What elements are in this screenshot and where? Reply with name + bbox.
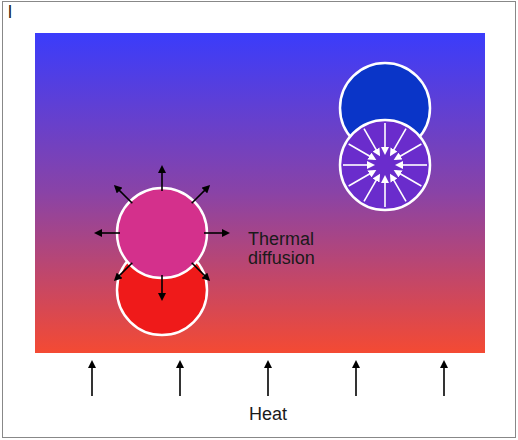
- heat-arrow: [355, 362, 357, 396]
- heat-arrows: [92, 362, 444, 396]
- diffusion-arrows: [96, 123, 427, 299]
- outward-arrow: [115, 263, 132, 280]
- outward-arrow: [204, 232, 228, 234]
- heat-arrow: [91, 362, 93, 396]
- inward-arrow: [364, 129, 379, 155]
- inward-arrow: [349, 171, 375, 186]
- sinking-parcel: [340, 120, 430, 210]
- inward-arrow: [364, 175, 379, 201]
- inward-arrow: [397, 164, 427, 166]
- heat-label: Heat: [249, 405, 287, 424]
- heat-arrow: [443, 362, 445, 396]
- outward-arrow: [115, 186, 132, 203]
- outward-arrow: [192, 186, 209, 203]
- inward-arrow: [349, 144, 375, 159]
- inward-arrow: [395, 171, 421, 186]
- process-label: Thermal diffusion: [248, 230, 358, 268]
- heat-arrow: [267, 362, 269, 396]
- fluid-layer: [35, 33, 485, 353]
- outward-arrow: [161, 275, 163, 299]
- outward-arrow: [96, 232, 120, 234]
- frame: [3, 2, 516, 438]
- outward-arrow: [161, 167, 163, 191]
- inward-arrow: [395, 144, 421, 159]
- inward-arrow: [384, 177, 386, 207]
- inward-arrow: [384, 123, 386, 153]
- inward-arrow: [391, 175, 406, 201]
- inward-arrow: [391, 129, 406, 155]
- cropped-text: l: [8, 3, 28, 22]
- heat-arrow: [179, 362, 181, 396]
- inward-arrow: [343, 164, 373, 166]
- outward-arrow: [192, 263, 209, 280]
